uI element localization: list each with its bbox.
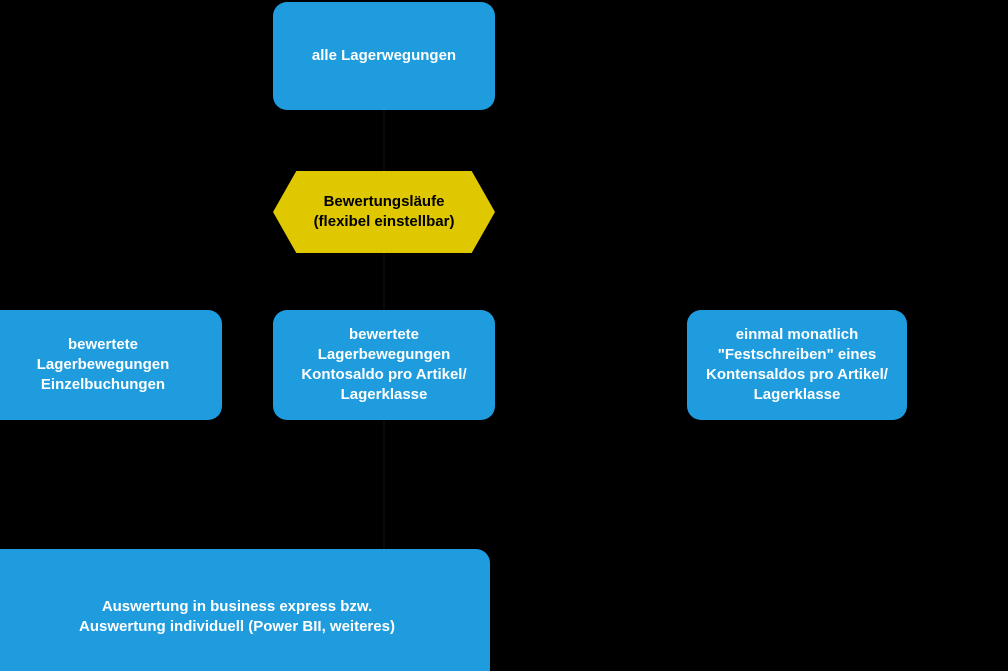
node-festschreiben-kontensaldo[interactable]: einmal monatlich "Festschreiben" eines K… <box>687 310 907 420</box>
node-alle-lagerbewegungen[interactable]: alle Lagerwegungen <box>273 2 495 110</box>
node-bewertete-lagerbewegungen-kontosaldo[interactable]: bewertete Lagerbewegungen Kontosaldo pro… <box>273 310 495 420</box>
connector-alle-to-bewertungslaeufe <box>383 110 385 171</box>
node-label: einmal monatlich "Festschreiben" eines K… <box>706 326 888 403</box>
connector-bewertungslaeufe-to-kontosaldo <box>383 253 385 310</box>
node-label: alle Lagerwegungen <box>311 47 457 65</box>
node-bewertungslaeufe[interactable]: Bewertungsläufe (flexibel einstellbar) <box>273 171 495 253</box>
node-label: Bewertungsläufe (flexibel einstellbar) <box>313 193 455 230</box>
node-auswertung[interactable]: Auswertung in business express bzw. Ausw… <box>0 549 490 671</box>
node-label: bewertete Lagerbewegungen Einzelbuchunge… <box>36 336 170 393</box>
node-label: Auswertung in business express bzw. Ausw… <box>79 598 395 635</box>
node-label: bewertete Lagerbewegungen Kontosaldo pro… <box>301 326 467 403</box>
connector-kontosaldo-to-auswertung <box>383 420 385 549</box>
node-bewertete-lagerbewegungen-einzelbuchungen[interactable]: bewertete Lagerbewegungen Einzelbuchunge… <box>0 310 222 420</box>
